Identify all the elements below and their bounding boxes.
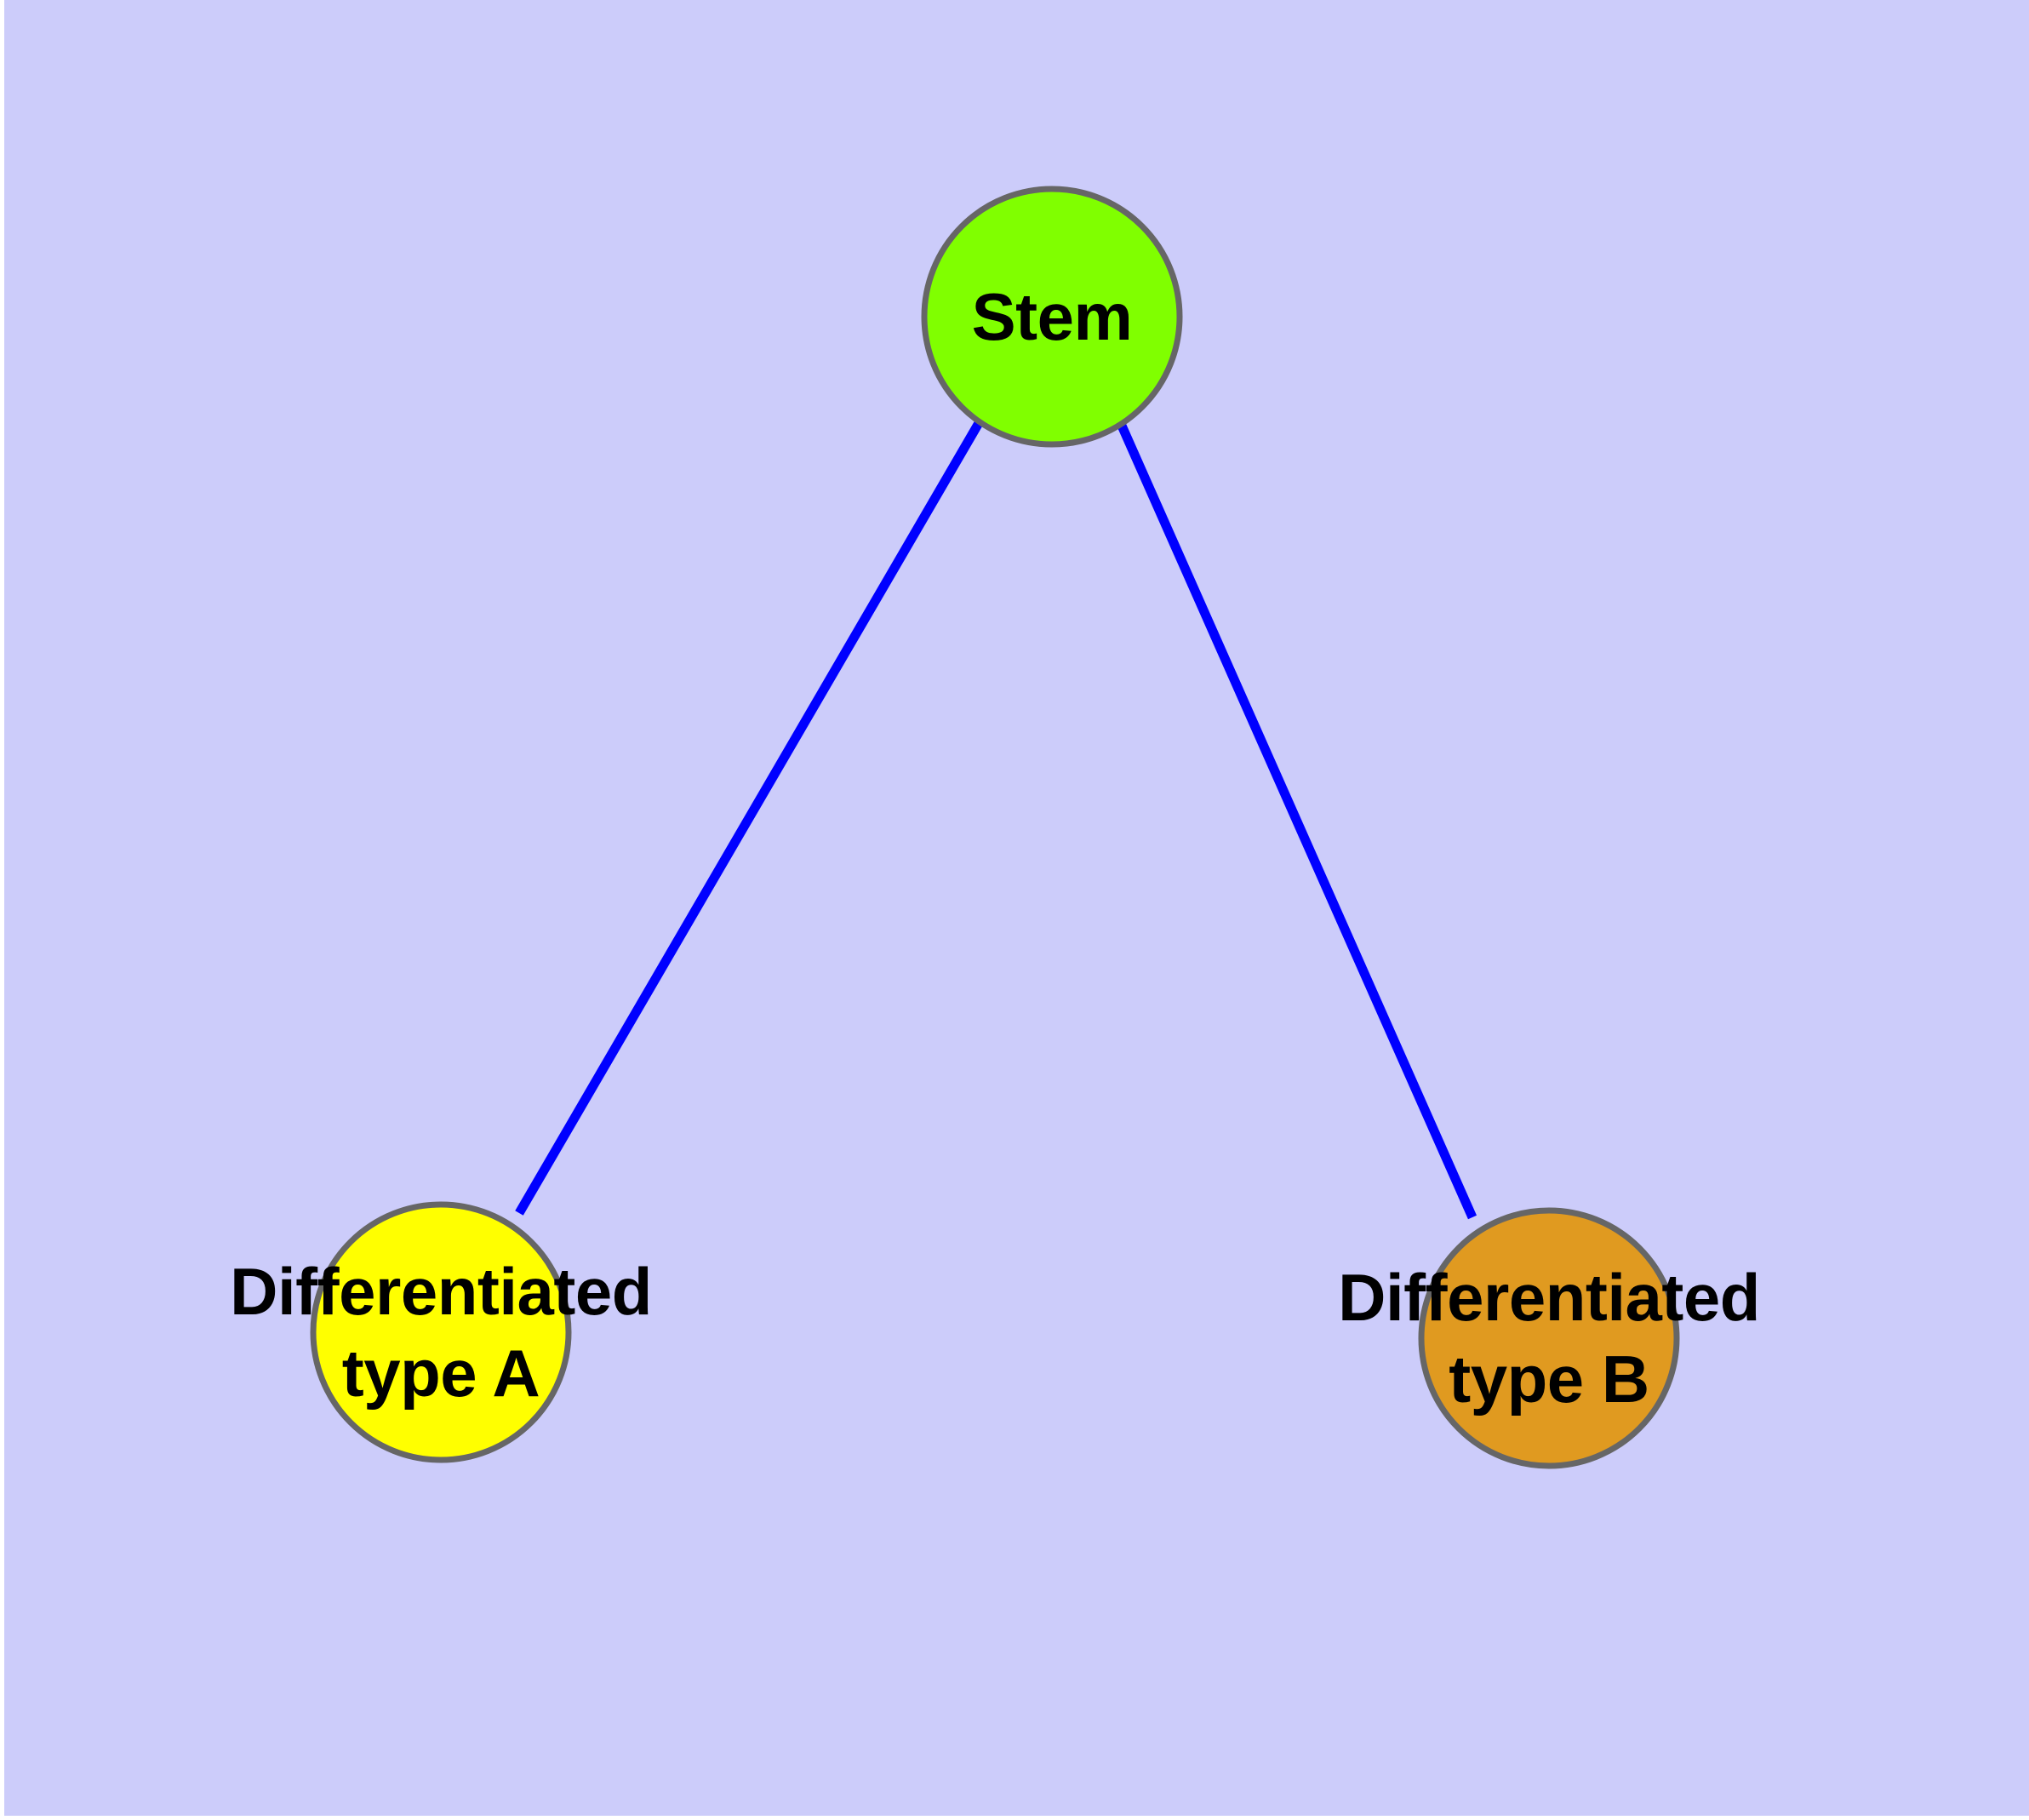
edge-stem-to-differentiated-type-a[interactable] [515,421,983,1216]
node-stem[interactable] [921,186,1183,448]
node-layer [310,186,1680,1469]
node-differentiated-type-b[interactable] [1418,1207,1680,1469]
edge-stem-to-differentiated-type-b[interactable] [1117,423,1477,1220]
edge-layer [515,421,1477,1220]
node-differentiated-type-a[interactable] [310,1201,572,1463]
